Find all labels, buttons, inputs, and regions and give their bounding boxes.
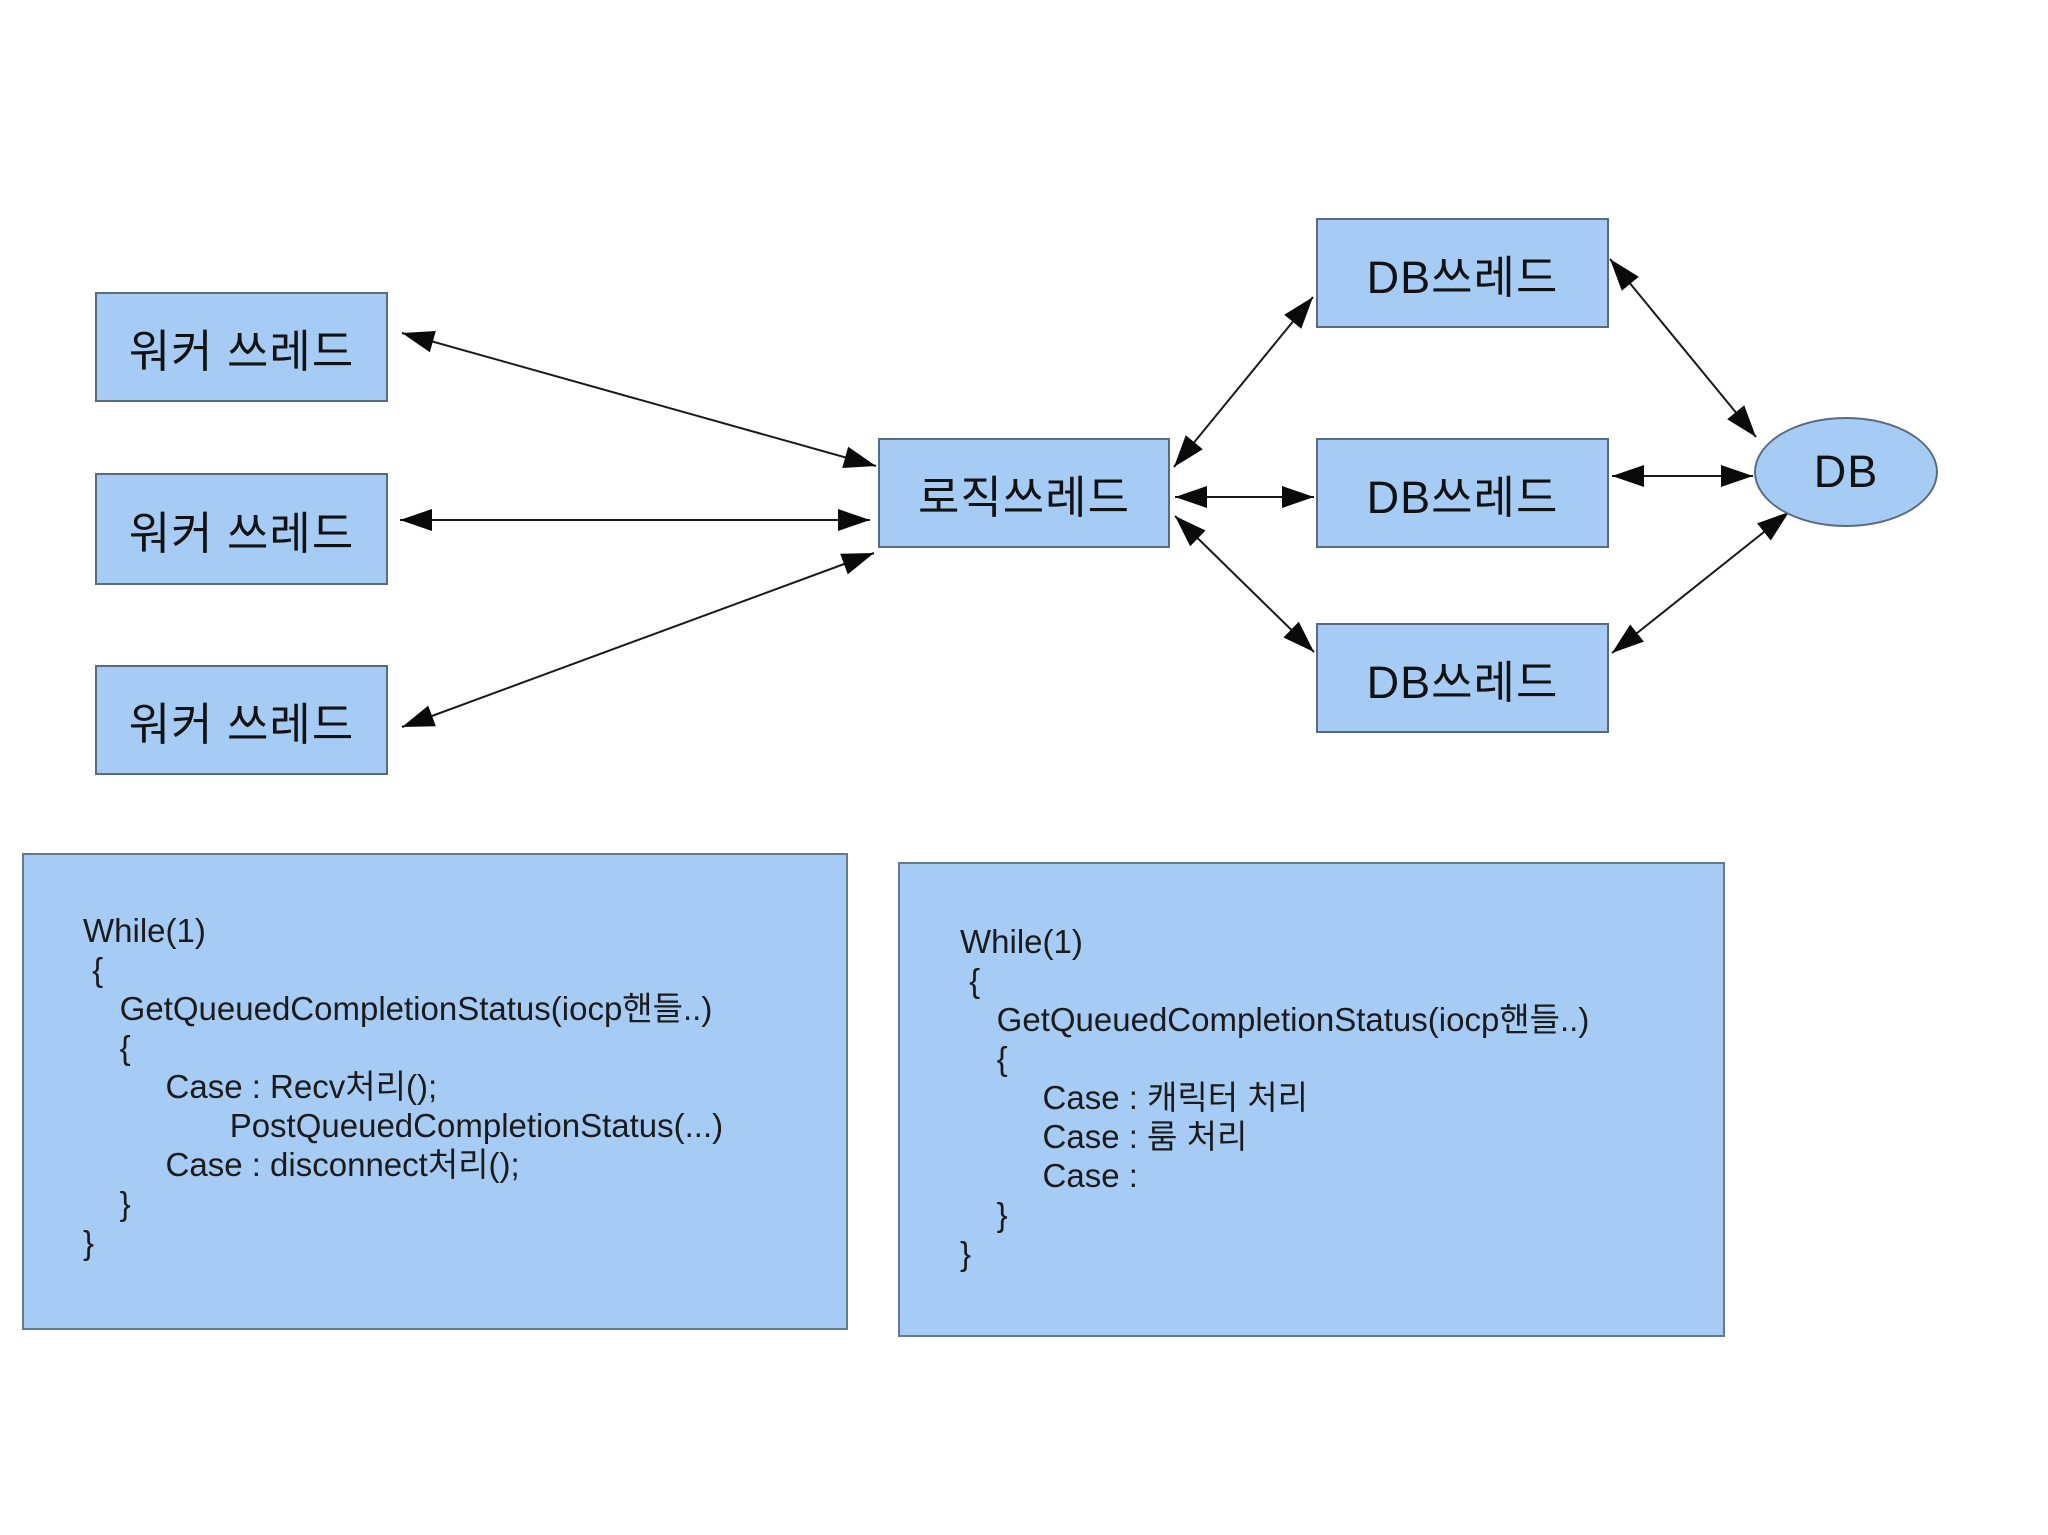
db-thread-1-label: DB쓰레드 [1366, 251, 1559, 303]
logic-thread-label: 로직쓰레드 [917, 471, 1130, 523]
node-worker-thread-1: 워커 쓰레드 [95, 292, 388, 402]
arrow-worker3-logic [401, 552, 875, 728]
node-worker-thread-3: 워커 쓰레드 [95, 665, 388, 775]
node-database: DB [1754, 417, 1938, 527]
node-db-thread-2: DB쓰레드 [1316, 438, 1609, 548]
node-worker-thread-2: 워커 쓰레드 [95, 473, 388, 585]
arrow-db3-db [1611, 511, 1790, 654]
arrow-logic-db3 [1174, 515, 1315, 653]
worker-thread-3-label: 워커 쓰레드 [128, 698, 355, 750]
arrow-db1-db [1609, 258, 1757, 438]
db-thread-code: While(1) { GetQueuedCompletionStatus(ioc… [960, 923, 1590, 1272]
arrow-logic-db1 [1173, 296, 1314, 468]
worker-thread-code-panel: While(1) { GetQueuedCompletionStatus(ioc… [22, 853, 848, 1330]
db-thread-3-label: DB쓰레드 [1366, 656, 1559, 708]
worker-thread-1-label: 워커 쓰레드 [128, 325, 355, 377]
worker-thread-code: While(1) { GetQueuedCompletionStatus(ioc… [83, 912, 724, 1261]
database-label: DB [1813, 446, 1879, 497]
arrow-worker1-logic [401, 331, 877, 468]
worker-thread-2-label: 워커 쓰레드 [128, 507, 355, 559]
db-thread-code-panel: While(1) { GetQueuedCompletionStatus(ioc… [898, 862, 1725, 1337]
node-db-thread-1: DB쓰레드 [1316, 218, 1609, 328]
node-db-thread-3: DB쓰레드 [1316, 623, 1609, 733]
db-thread-2-label: DB쓰레드 [1366, 471, 1559, 523]
node-logic-thread: 로직쓰레드 [878, 438, 1170, 548]
